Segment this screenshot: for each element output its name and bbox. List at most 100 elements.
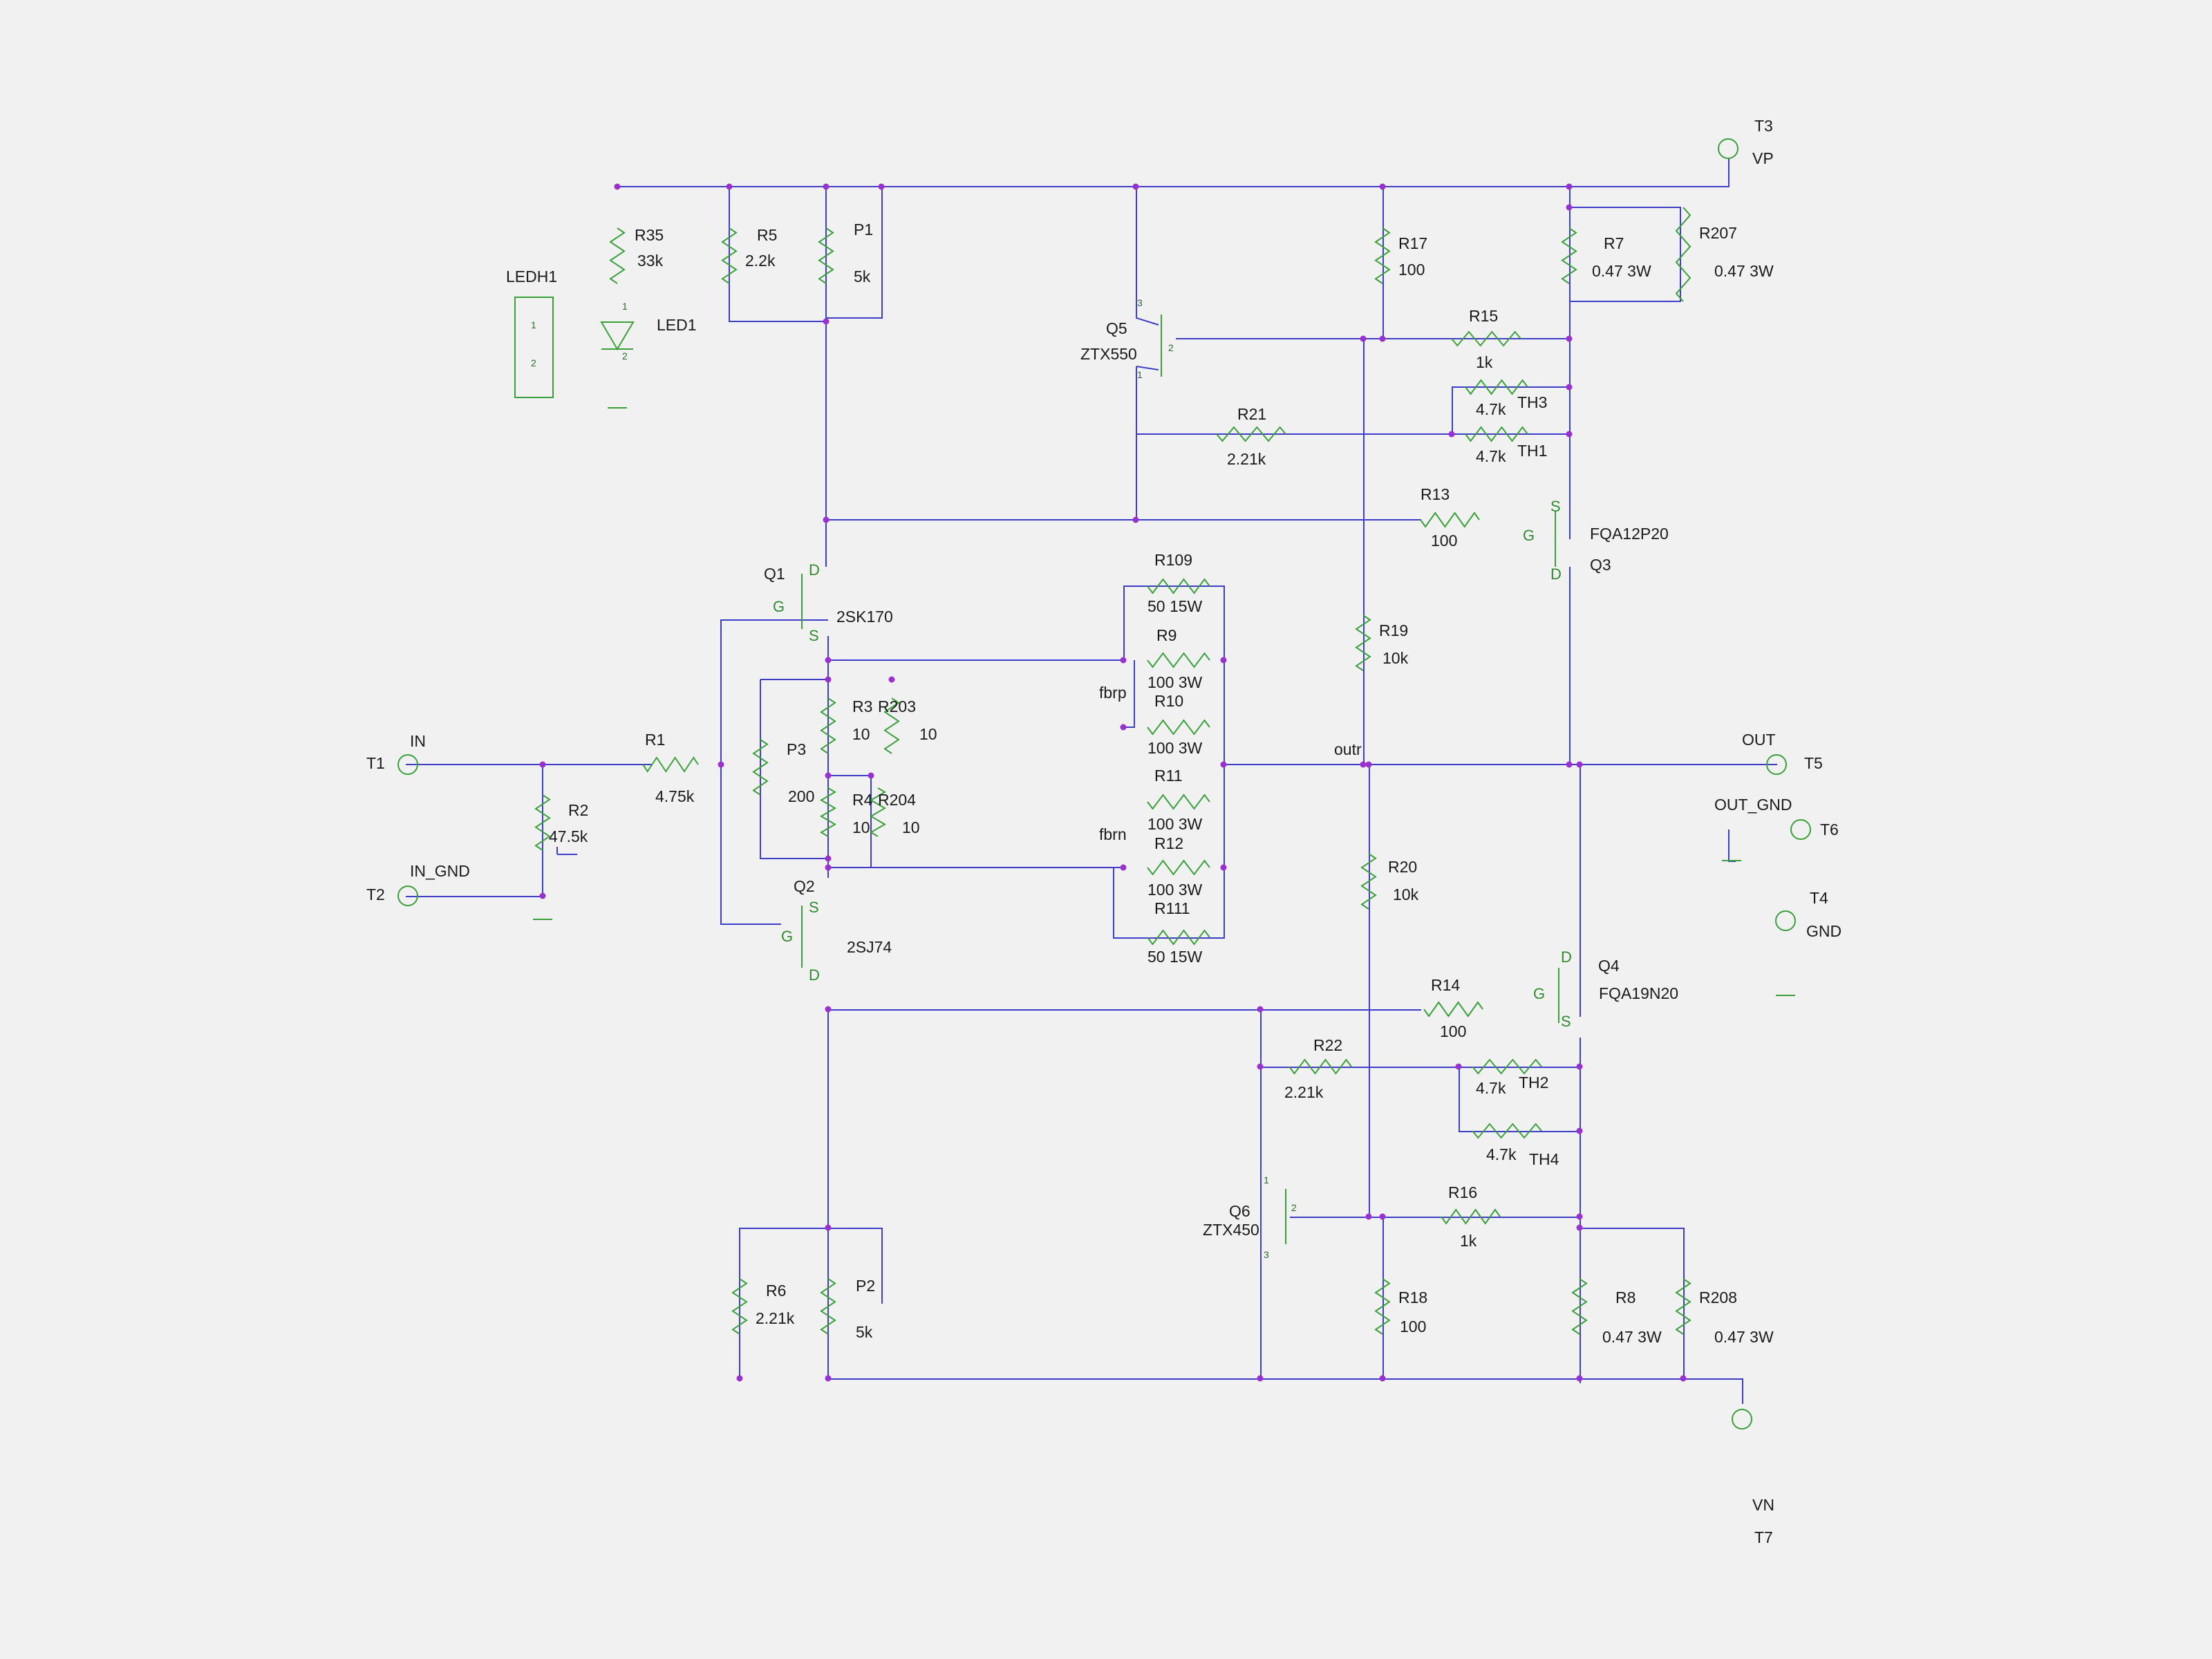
pin-label-g-1: G — [773, 598, 785, 615]
label-r15v: 1k — [1476, 353, 1493, 371]
junction-dot-24 — [825, 864, 832, 871]
junction-dot-0 — [614, 183, 621, 190]
label-t1: T1 — [366, 754, 385, 772]
label-r18: R18 — [1398, 1288, 1427, 1306]
label-q2: Q2 — [794, 877, 815, 895]
label-r9: R9 — [1156, 626, 1177, 644]
label-r16v: 1k — [1460, 1232, 1477, 1250]
label-fbrn: fbrn — [1099, 825, 1127, 843]
wire-42 — [828, 1228, 883, 1304]
junction-dot-8 — [823, 318, 830, 325]
pin-label-s-3: S — [809, 899, 819, 916]
junction-dot-12 — [1379, 335, 1386, 342]
pin-number-4: 3 — [1137, 297, 1143, 308]
label-r9v: 100 3W — [1147, 673, 1203, 691]
pin-label-d-8: D — [1550, 565, 1562, 583]
label-q3: Q3 — [1590, 556, 1611, 574]
wire-13 — [1136, 386, 1570, 435]
junction-dot-41 — [1576, 1063, 1583, 1070]
wire-17 — [720, 619, 828, 925]
label-r20v: 10k — [1393, 885, 1419, 903]
label-r2v: 47.5k — [549, 827, 588, 845]
junction-dot-31 — [1566, 761, 1573, 768]
label-r3: R3 — [852, 697, 872, 715]
label-th4v: 4.7k — [1486, 1145, 1517, 1163]
junction-dot-40 — [1455, 1063, 1462, 1070]
label-t7n: VN — [1752, 1496, 1774, 1514]
junction-dot-38 — [1257, 1006, 1264, 1013]
label-r1v: 4.75k — [655, 787, 695, 805]
label-r18v: 100 — [1400, 1318, 1426, 1335]
pin-number-8: 2 — [1291, 1202, 1297, 1213]
label-th1: TH1 — [1517, 442, 1547, 460]
label-q4: Q4 — [1598, 957, 1620, 975]
components — [397, 138, 1811, 1430]
junction-dot-44 — [1379, 1213, 1386, 1220]
junction-dot-43 — [1365, 1213, 1372, 1220]
junction-dot-1 — [726, 183, 733, 190]
pin-number-5: 2 — [1168, 342, 1174, 353]
r208-resistor — [1675, 1278, 1691, 1335]
junction-dot-33 — [1120, 864, 1127, 871]
pin-number-0: 1 — [531, 319, 536, 330]
junction-dot-37 — [825, 1006, 832, 1013]
th4-resistor — [1472, 1123, 1542, 1139]
junction-dot-20 — [888, 676, 895, 683]
th3-resistor — [1465, 379, 1528, 395]
pin-number-3: 2 — [622, 350, 628, 362]
r19-resistor — [1355, 615, 1371, 671]
junction-dot-34 — [1120, 724, 1127, 731]
label-r16: R16 — [1448, 1183, 1477, 1201]
label-outr: outr — [1334, 740, 1362, 758]
t6-terminal — [1790, 819, 1811, 840]
r111-resistor — [1147, 929, 1210, 946]
r16-resistor — [1441, 1208, 1501, 1225]
label-r15: R15 — [1469, 307, 1498, 325]
pin-number-9: 3 — [1264, 1249, 1269, 1260]
junction-dot-7 — [1566, 204, 1573, 211]
junction-dot-17 — [825, 657, 832, 664]
label-q6: Q6 — [1229, 1202, 1250, 1220]
label-p2v: 5k — [856, 1323, 873, 1341]
label-r3v: 10 — [852, 725, 870, 743]
wire-5 — [729, 185, 826, 322]
t3-terminal — [1718, 138, 1738, 159]
junction-dot-30 — [1365, 761, 1372, 768]
junction-dot-46 — [1576, 1224, 1583, 1231]
wire-2 — [825, 366, 1137, 567]
label-t6: T6 — [1820, 821, 1839, 838]
r14-resistor — [1423, 1001, 1483, 1018]
labels: T1INT2IN_GNDT3VPT4GNDT5OUTT6OUT_GNDT7VNR… — [366, 117, 1841, 1546]
junction-dot-45 — [1576, 1213, 1583, 1220]
label-t2n: IN_GND — [410, 862, 470, 880]
r3-resistor — [820, 697, 836, 754]
pin-label-d-9: D — [1561, 948, 1572, 966]
r203-resistor — [883, 697, 900, 754]
label-r8: R8 — [1615, 1288, 1635, 1306]
label-r10v: 100 3W — [1147, 739, 1203, 757]
t5-terminal — [1766, 754, 1787, 775]
label-t4n: GND — [1806, 922, 1841, 940]
junction-dot-48 — [736, 1375, 743, 1382]
label-r4v: 10 — [852, 818, 870, 836]
label-q6v: ZTX450 — [1203, 1221, 1259, 1239]
r109-resistor — [1147, 578, 1210, 594]
junction-dot-28 — [1220, 761, 1227, 768]
label-r109v: 50 15W — [1147, 597, 1203, 615]
label-r7v: 0.47 3W — [1592, 262, 1651, 280]
label-r208: R208 — [1699, 1288, 1737, 1306]
p2-resistor — [820, 1278, 836, 1335]
label-r6: R6 — [766, 1282, 786, 1300]
r15-resistor — [1451, 330, 1521, 347]
label-r21: R21 — [1237, 405, 1266, 423]
th1-resistor — [1465, 426, 1528, 442]
label-p2: P2 — [856, 1277, 875, 1295]
t2-terminal — [397, 885, 418, 906]
label-r10: R10 — [1154, 692, 1183, 710]
wire-1 — [1136, 187, 1159, 326]
label-r204v: 10 — [902, 818, 920, 836]
label-r4: R4 — [852, 791, 873, 809]
wire-6 — [826, 185, 883, 319]
junction-dot-39 — [1257, 1063, 1264, 1070]
